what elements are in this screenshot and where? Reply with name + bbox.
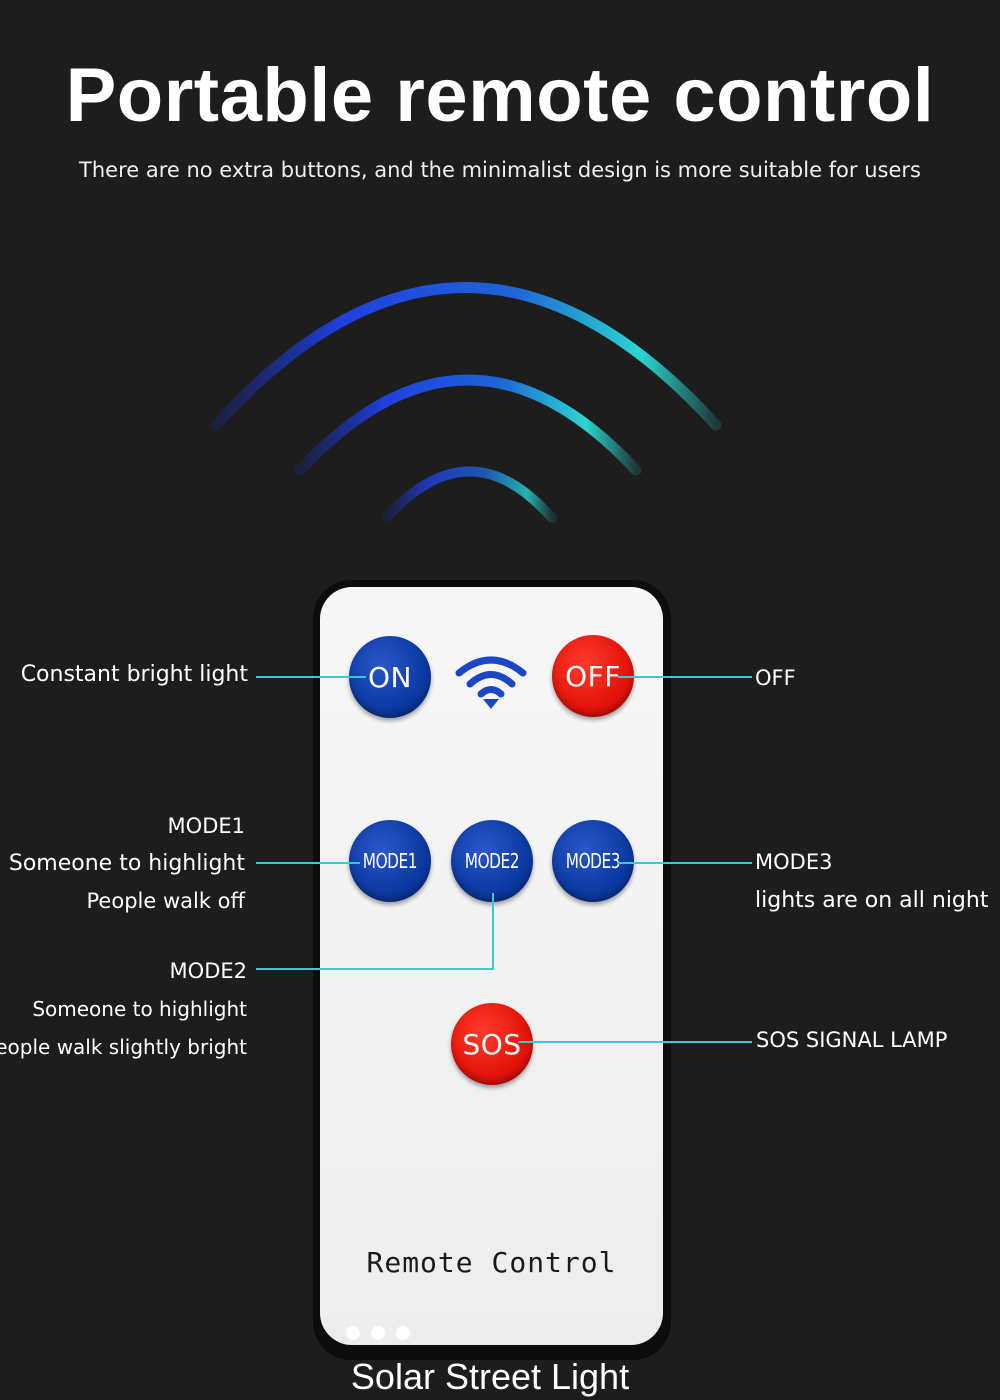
leader-line-mode1 bbox=[256, 862, 360, 864]
remote-label: Remote Control bbox=[366, 1246, 617, 1279]
signal-arc-outer bbox=[210, 282, 722, 431]
mode1-button-label: MODE1 bbox=[362, 849, 418, 873]
signal-arc-middle bbox=[294, 374, 642, 476]
mode1-button[interactable]: MODE1 bbox=[349, 820, 431, 902]
annotation-mode2-title: MODE2 bbox=[169, 959, 247, 983]
indicator-dot bbox=[396, 1326, 410, 1340]
leader-line-on bbox=[256, 676, 366, 678]
annotation-mode1-line3: People walk off bbox=[86, 889, 245, 913]
mode3-button-label: MODE3 bbox=[565, 849, 621, 873]
brand-label: Solar Street Light bbox=[350, 1356, 630, 1397]
page-subtitle: There are no extra buttons, and the mini… bbox=[79, 158, 921, 182]
signal-arc-inner bbox=[381, 466, 557, 523]
mode3-button[interactable]: MODE3 bbox=[552, 820, 634, 902]
off-button-label: OFF bbox=[565, 659, 621, 693]
leader-line-mode2-vertical bbox=[492, 893, 494, 970]
wifi-icon bbox=[455, 656, 527, 709]
leader-line-sos bbox=[518, 1041, 752, 1043]
indicator-dot bbox=[371, 1326, 385, 1340]
annotation-on: Constant bright light bbox=[20, 662, 248, 687]
annotation-mode3-line2: lights are on all night bbox=[755, 888, 989, 913]
annotation-mode1-line2: Someone to highlight bbox=[8, 851, 245, 876]
indicator-dot bbox=[346, 1326, 360, 1340]
leader-line-mode2 bbox=[256, 968, 494, 970]
on-button-label: ON bbox=[368, 660, 412, 694]
mode2-button[interactable]: MODE2 bbox=[451, 820, 533, 902]
signal-waves-icon bbox=[210, 282, 722, 523]
annotation-mode2-line2: Someone to highlight bbox=[32, 997, 247, 1021]
leader-line-off bbox=[618, 676, 752, 678]
annotation-mode1-title: MODE1 bbox=[167, 814, 245, 838]
annotation-sos: SOS SIGNAL LAMP bbox=[756, 1028, 948, 1052]
sos-button[interactable]: SOS bbox=[451, 1003, 533, 1085]
sos-button-label: SOS bbox=[462, 1027, 522, 1061]
annotation-mode2-line3: People walk slightly bright bbox=[0, 1035, 247, 1059]
annotation-off: OFF bbox=[755, 666, 796, 690]
mode2-button-label: MODE2 bbox=[464, 849, 520, 873]
annotation-mode3-title: MODE3 bbox=[755, 850, 833, 874]
page-title: Portable remote control bbox=[65, 53, 935, 138]
leader-line-mode3 bbox=[618, 862, 752, 864]
